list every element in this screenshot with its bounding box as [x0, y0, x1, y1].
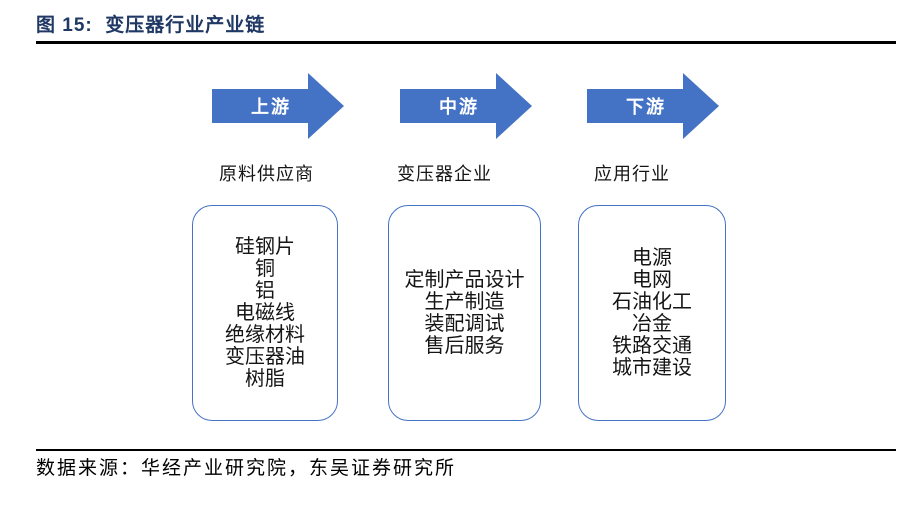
- midstream-stage-label: 中游: [439, 97, 479, 117]
- list-item: 石油化工: [612, 291, 692, 313]
- list-item: 电网: [632, 269, 672, 291]
- downstream-arrow: 下游: [587, 73, 719, 139]
- list-item: 电磁线: [235, 302, 295, 324]
- right-arrow-icon: [400, 73, 532, 139]
- midstream-arrow: 中游: [400, 73, 532, 139]
- top-rule: [36, 41, 896, 44]
- figure-title: 图 15: 变压器行业产业链: [36, 15, 266, 36]
- upstream-stage-label: 上游: [251, 97, 291, 117]
- upstream-arrow: 上游: [212, 73, 344, 139]
- list-item: 变压器油: [225, 346, 305, 368]
- list-item: 树脂: [245, 368, 285, 390]
- downstream-stage-label: 下游: [626, 97, 666, 117]
- upstream-column-label: 原料供应商: [219, 164, 314, 184]
- upstream-box: 硅钢片 铜 铝 电磁线 绝缘材料 变压器油 树脂: [192, 205, 338, 421]
- data-source-note: 数据来源：华经产业研究院，东吴证券研究所: [36, 458, 457, 479]
- list-item: 城市建设: [612, 357, 692, 379]
- list-item: 电源: [632, 247, 672, 269]
- downstream-column-label: 应用行业: [594, 164, 670, 184]
- downstream-box: 电源 电网 石油化工 冶金 铁路交通 城市建设: [578, 205, 726, 421]
- list-item: 装配调试: [424, 313, 505, 335]
- list-item: 铝: [255, 280, 275, 302]
- list-item: 生产制造: [424, 291, 505, 313]
- list-item: 硅钢片: [235, 236, 295, 258]
- list-item: 冶金: [632, 313, 672, 335]
- bottom-rule: [36, 449, 896, 451]
- list-item: 铜: [255, 258, 275, 280]
- list-item: 售后服务: [424, 335, 505, 357]
- right-arrow-icon: [587, 73, 719, 139]
- list-item: 定制产品设计: [404, 269, 525, 291]
- list-item: 绝缘材料: [225, 324, 305, 346]
- right-arrow-icon: [212, 73, 344, 139]
- midstream-column-label: 变压器企业: [397, 164, 492, 184]
- list-item: 铁路交通: [612, 335, 692, 357]
- midstream-box: 定制产品设计 生产制造 装配调试 售后服务: [388, 205, 541, 421]
